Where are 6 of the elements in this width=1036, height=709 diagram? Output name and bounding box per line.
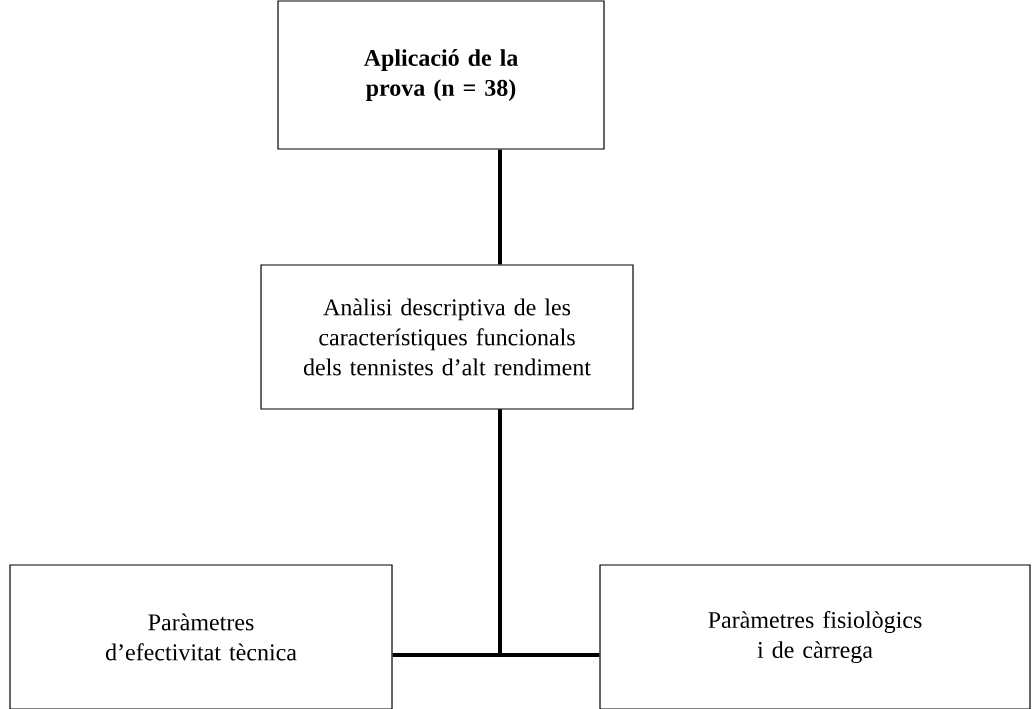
process-box: Paràmetres fisiològics i de càrrega — [599, 564, 1031, 709]
process-box: Anàlisi descriptiva de les característiques funcionals dels tennistes d’alt rendiment — [260, 264, 634, 410]
process-box: Aplicació de la prova (n = 38) — [277, 0, 605, 150]
connector-line — [498, 149, 502, 265]
connector-line — [498, 409, 600, 657]
process-box: Paràmetres d’efectivitat tècnica — [9, 564, 393, 709]
